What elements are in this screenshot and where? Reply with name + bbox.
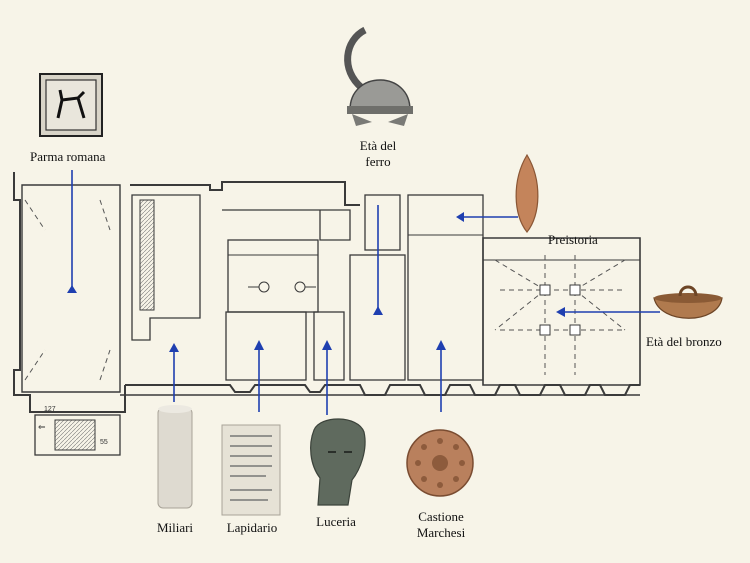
label-castione-marchesi-line1: Castione — [418, 509, 464, 524]
pointer-parma-romana — [67, 170, 77, 293]
floor-plan-walls — [13, 172, 641, 456]
pointer-luceria — [322, 340, 332, 415]
label-eta-del-ferro: Età del ferro — [348, 138, 408, 170]
label-castione-marchesi-line2: Marchesi — [416, 525, 466, 540]
pointer-eta-del-ferro — [373, 205, 383, 315]
label-miliari: Miliari — [156, 520, 194, 535]
bronze-age-bowl-icon — [653, 285, 723, 319]
label-eta-del-ferro-line2: ferro — [365, 154, 391, 169]
bronze-head-icon — [310, 418, 366, 506]
pointer-miliari — [169, 343, 179, 402]
pointer-castione-marchesi — [436, 340, 446, 412]
label-castione-marchesi: Castione Marchesi — [408, 509, 474, 541]
milestone-column-icon — [157, 405, 193, 509]
pointer-preistoria — [456, 212, 518, 222]
stair-left-number: 127 — [44, 406, 56, 413]
pointer-lapidario — [254, 340, 264, 412]
entrance-arrow-icon: ⇐ — [38, 422, 46, 432]
label-eta-del-ferro-line1: Età del — [359, 138, 397, 153]
label-luceria: Luceria — [316, 514, 356, 529]
flint-blade-icon — [515, 153, 539, 233]
iron-age-helmet-icon — [344, 26, 413, 126]
bronze-disc-icon — [406, 429, 474, 497]
stair-right-number: 55 — [100, 439, 108, 446]
pointer-eta-del-bronzo — [556, 307, 660, 317]
label-eta-del-bronzo: Età del bronzo — [646, 334, 722, 349]
section-pointers — [67, 170, 660, 415]
label-parma-romana: Parma romana — [30, 149, 106, 164]
mosaic-tile-icon — [39, 73, 103, 137]
label-lapidario: Lapidario — [226, 520, 278, 535]
inscribed-stone-icon — [221, 424, 281, 516]
label-preistoria: Preistoria — [548, 232, 598, 247]
